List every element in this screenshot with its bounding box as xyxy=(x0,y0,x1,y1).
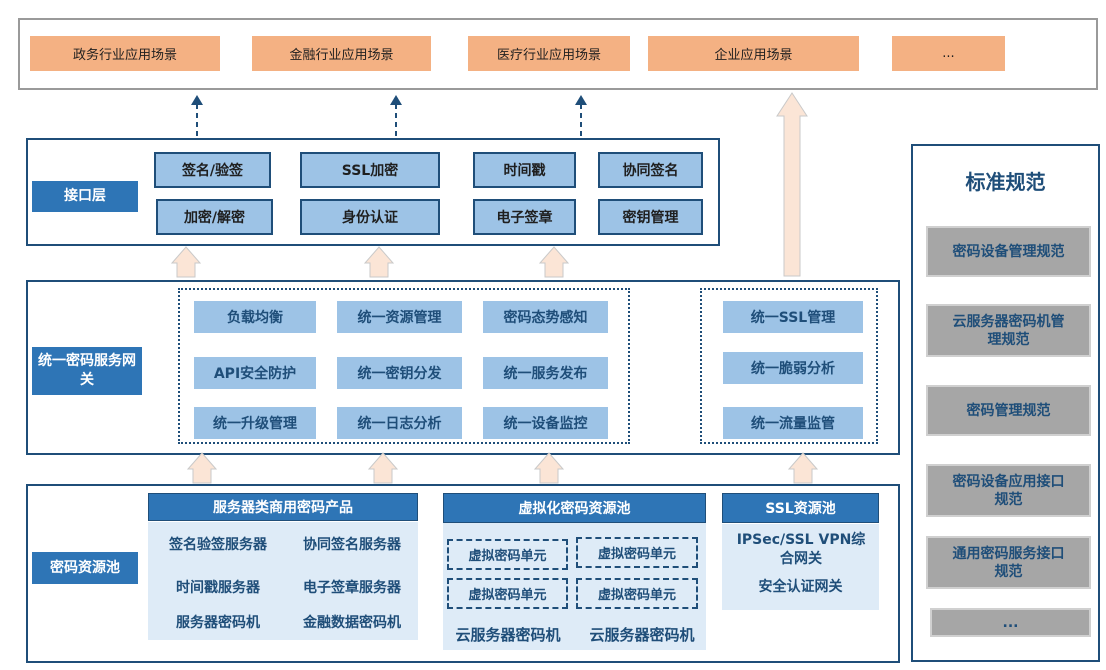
scenario-more: ... xyxy=(892,36,1005,71)
block-arrow-pool-4 xyxy=(787,452,819,484)
iface-e-seal: 电子签章 xyxy=(473,199,576,235)
tall-block-arrow xyxy=(776,92,808,277)
iface-key-management: 密钥管理 xyxy=(598,199,703,235)
iface-sign-verify: 签名/验签 xyxy=(154,152,271,188)
virtual-unit-4: 虚拟密码单元 xyxy=(576,578,698,609)
iface-timestamp: 时间戳 xyxy=(473,152,576,188)
virtual-pool-title: 虚拟化密码资源池 xyxy=(443,493,706,523)
block-arrow-gw-1 xyxy=(170,246,202,278)
iface-ssl-encrypt: SSL加密 xyxy=(300,152,440,188)
gateway-layer-label-text: 统一密码服务网关 xyxy=(38,353,136,388)
gw-traffic-monitor: 统一流量监管 xyxy=(723,407,863,439)
commercial-products-title: 服务器类商用密码产品 xyxy=(148,493,418,521)
product-financial-crypto-machine: 金融数据密码机 xyxy=(303,615,401,631)
scenario-gov: 政务行业应用场景 xyxy=(30,36,220,71)
cloud-crypto-machine-1: 云服务器密码机 xyxy=(455,625,561,644)
scenario-medical: 医疗行业应用场景 xyxy=(468,36,630,71)
dashed-arrow-2 xyxy=(390,95,402,136)
block-arrow-pool-3 xyxy=(533,452,565,484)
standard-device-mgmt: 密码设备管理规范 xyxy=(926,226,1091,277)
block-arrow-pool-1 xyxy=(186,452,218,484)
product-e-seal-server: 电子签章服务器 xyxy=(303,580,401,596)
ssl-vpn-gateway: IPSec/SSL VPN综合网关 xyxy=(736,532,866,567)
gw-upgrade-mgmt: 统一升级管理 xyxy=(194,407,316,439)
gw-resource-mgmt: 统一资源管理 xyxy=(337,301,462,333)
gw-key-distribution: 统一密钥分发 xyxy=(337,357,462,389)
product-timestamp-server: 时间戳服务器 xyxy=(176,580,260,596)
virtual-unit-1: 虚拟密码单元 xyxy=(447,539,568,570)
gw-load-balance: 负载均衡 xyxy=(194,301,316,333)
gw-api-protection: API安全防护 xyxy=(194,357,316,389)
virtual-pool-body xyxy=(443,522,706,650)
gateway-ssl-group xyxy=(700,288,878,444)
gw-ssl-mgmt: 统一SSL管理 xyxy=(723,301,863,333)
gw-vuln-analysis: 统一脆弱分析 xyxy=(723,352,863,384)
gw-device-monitor: 统一设备监控 xyxy=(483,407,608,439)
standard-more: ... xyxy=(930,608,1091,637)
commercial-products-body xyxy=(148,522,418,640)
product-cosign-server: 协同签名服务器 xyxy=(303,537,401,553)
gateway-services-group xyxy=(178,288,630,444)
product-sign-verify-server: 签名验签服务器 xyxy=(169,537,267,553)
dashed-arrow-3 xyxy=(575,95,587,136)
standards-title: 标准规范 xyxy=(965,169,1046,194)
ssl-auth-gateway: 安全认证网关 xyxy=(758,579,843,595)
scenario-enterprise: 企业应用场景 xyxy=(648,36,859,71)
gw-service-publish: 统一服务发布 xyxy=(483,357,608,389)
block-arrow-gw-3 xyxy=(538,246,570,278)
dashed-arrow-1 xyxy=(191,95,203,136)
gateway-layer-label: 统一密码服务网关 xyxy=(32,347,142,395)
block-arrow-pool-2 xyxy=(367,452,399,484)
virtual-unit-2: 虚拟密码单元 xyxy=(576,537,698,568)
ssl-pool-title: SSL资源池 xyxy=(722,493,879,523)
iface-identity-auth: 身份认证 xyxy=(300,199,440,235)
gw-situation-awareness: 密码态势感知 xyxy=(483,301,608,333)
interface-layer-label: 接口层 xyxy=(32,181,138,212)
iface-cosign: 协同签名 xyxy=(598,152,703,188)
iface-encrypt-decrypt: 加密/解密 xyxy=(156,199,273,235)
standard-service-api: 通用密码服务接口规范 xyxy=(926,536,1091,589)
cloud-crypto-machine-2: 云服务器密码机 xyxy=(589,625,695,644)
product-server-crypto-machine: 服务器密码机 xyxy=(176,615,260,631)
scenario-finance: 金融行业应用场景 xyxy=(252,36,431,71)
standard-crypto-mgmt: 密码管理规范 xyxy=(926,385,1091,436)
gw-log-analysis: 统一日志分析 xyxy=(337,407,462,439)
block-arrow-gw-2 xyxy=(363,246,395,278)
standard-cloud-crypto-mgmt: 云服务器密码机管理规范 xyxy=(926,304,1091,357)
resource-pool-label: 密码资源池 xyxy=(32,552,138,584)
virtual-unit-3: 虚拟密码单元 xyxy=(447,578,568,609)
ssl-pool-body xyxy=(722,524,879,610)
standard-device-api: 密码设备应用接口规范 xyxy=(926,464,1091,517)
